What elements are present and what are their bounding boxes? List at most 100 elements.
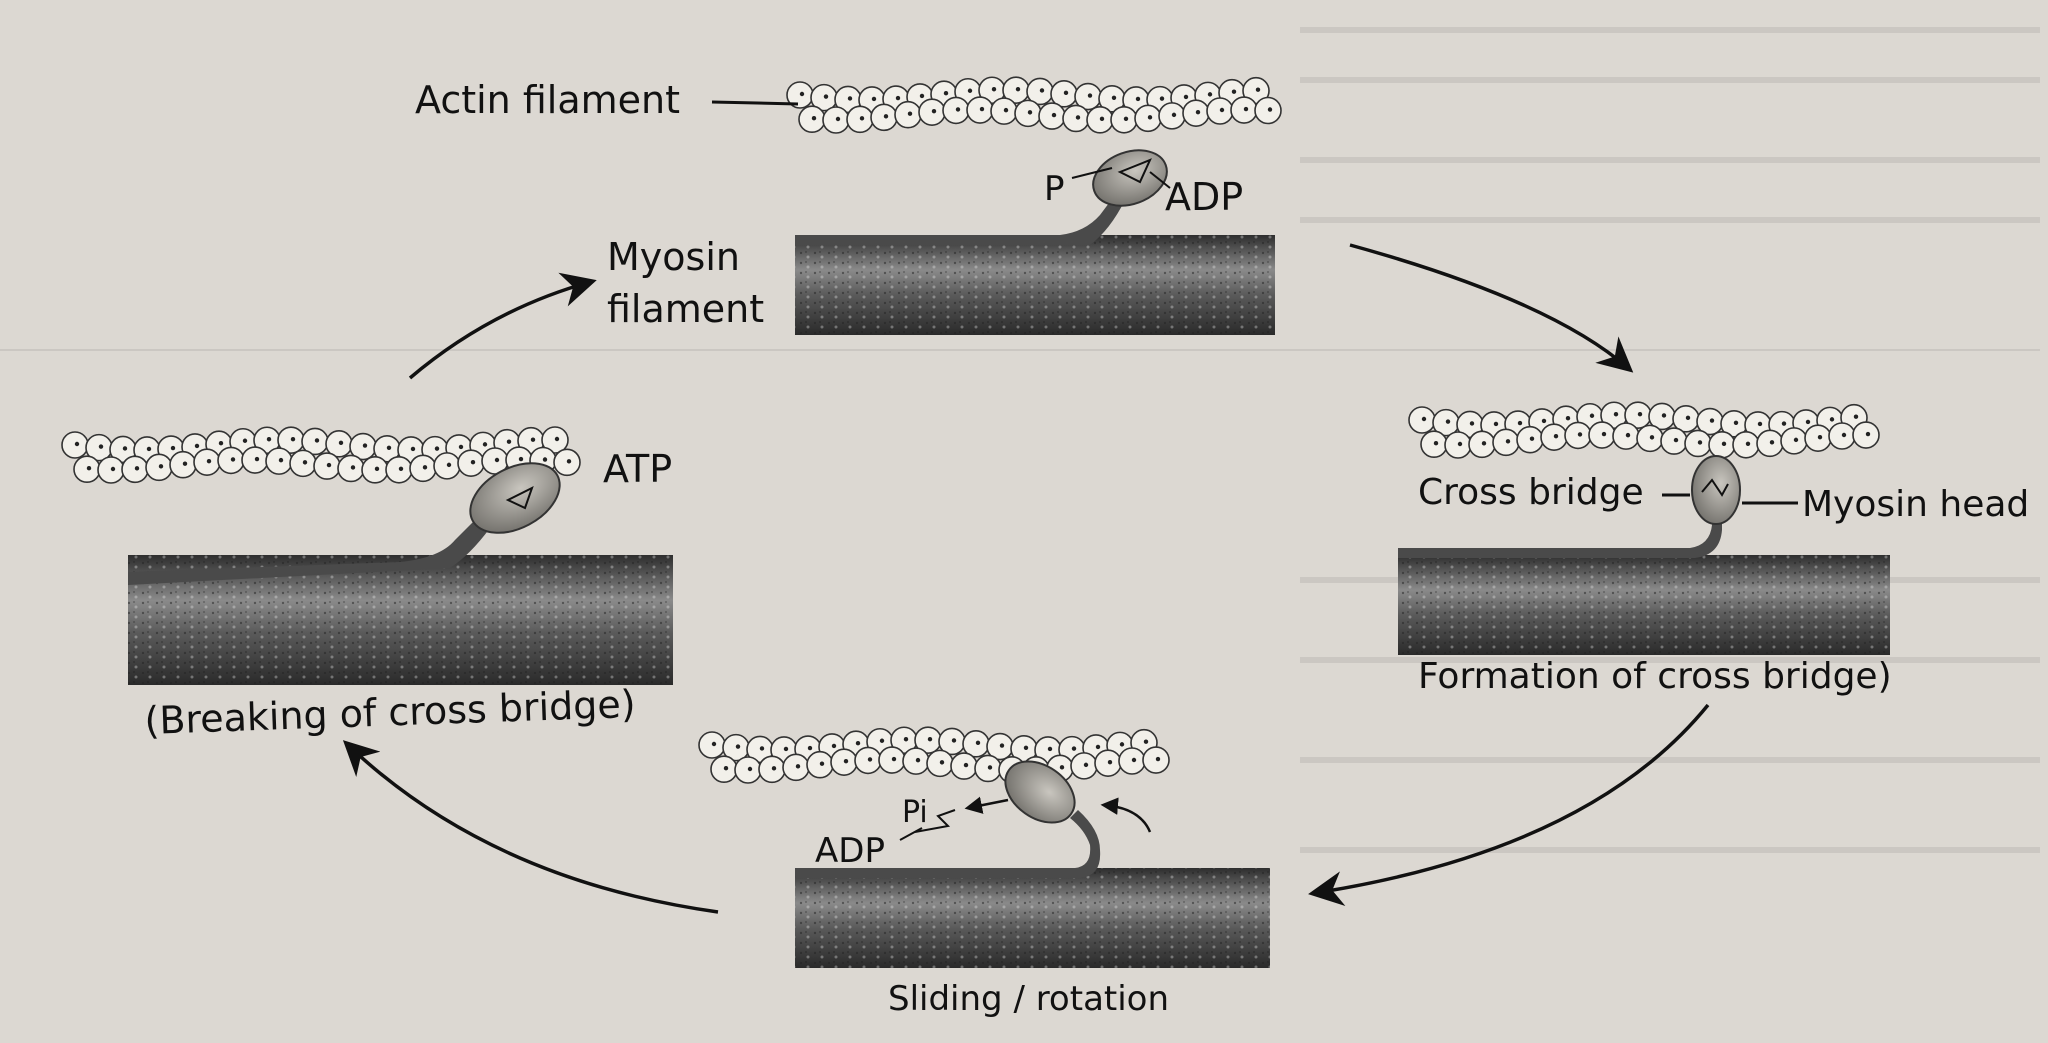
actin-bead-dot	[943, 91, 949, 96]
actin-bead	[1612, 422, 1640, 450]
actin-bead-dot	[386, 445, 392, 451]
atp-icon-left	[505, 486, 534, 510]
actin-bead	[806, 750, 834, 779]
actin-bead-dot	[1445, 419, 1451, 424]
actin-bead-dot	[1661, 413, 1667, 418]
actin-bead-dot	[1853, 414, 1859, 419]
actin-bead-dot	[1039, 88, 1045, 93]
actin-label-leader	[711, 100, 799, 106]
actin-bead-dot	[1099, 116, 1105, 122]
actin-bead-dot	[1637, 411, 1643, 417]
actin-bead	[1094, 749, 1122, 777]
actin-bead-dot	[1481, 441, 1487, 446]
actin-bead-dot	[362, 443, 368, 448]
actin-bead-dot	[110, 466, 116, 472]
actin-bead-dot	[1673, 437, 1679, 443]
arrow-top-to-right	[1349, 243, 1634, 373]
actin-filament-left	[61, 426, 581, 484]
actin-bead-dot	[1111, 95, 1117, 101]
actin-bead-dot	[1255, 87, 1261, 92]
actin-bead	[1110, 105, 1138, 134]
actin-bead-dot	[1195, 109, 1201, 115]
actin-bead-dot	[314, 438, 320, 443]
actin-bead	[541, 426, 569, 454]
actin-bead-dot	[843, 758, 849, 764]
actin-bead-dot	[1231, 89, 1237, 94]
actin-bead-dot	[931, 108, 937, 114]
caption-breaking-of-cross-bridge: (Breaking of cross bridge)	[144, 682, 637, 743]
actin-bead-dot	[1071, 746, 1077, 751]
label-myosin-filament-line2: filament	[607, 287, 764, 331]
actin-bead	[1852, 421, 1880, 449]
actin-bead-dot	[1685, 415, 1691, 421]
actin-bead-dot	[1769, 440, 1775, 445]
actin-bead-dot	[338, 440, 344, 446]
actin-bead	[950, 752, 978, 780]
actin-bead-dot	[506, 439, 512, 444]
actin-bead-dot	[1219, 107, 1225, 113]
actin-bead-dot	[1063, 90, 1069, 96]
actin-bead-dot	[278, 457, 284, 463]
actin-bead-dot	[867, 757, 873, 762]
actin-bead-dot	[1649, 435, 1655, 440]
actin-bead-dot	[482, 442, 488, 447]
actin-bead-dot	[991, 87, 997, 92]
myosin-head-left	[469, 462, 561, 534]
actin-bead-dot	[1517, 420, 1523, 426]
label-myosin-filament-line1: Myosin	[607, 235, 740, 279]
actin-bead-dot	[1433, 441, 1439, 446]
actin-bead	[990, 97, 1018, 125]
actin-bead-dot	[1697, 440, 1703, 445]
actin-bead	[1804, 424, 1832, 452]
actin-bead-dot	[987, 765, 993, 770]
actin-bead	[1070, 752, 1098, 780]
actin-bead-dot	[1107, 759, 1113, 765]
actin-bead-dot	[1075, 115, 1081, 120]
label-actin-filament: Actin filament	[415, 78, 680, 122]
actin-bead	[145, 453, 173, 482]
actin-bead	[1588, 421, 1616, 449]
actin-bead	[1444, 431, 1472, 459]
actin-bead-dot	[242, 438, 248, 443]
actin-bead	[1492, 428, 1520, 457]
actin-bead-dot	[919, 93, 925, 99]
actin-bead-dot	[895, 95, 901, 101]
actin-bead-dot	[158, 464, 164, 469]
actin-bead	[1038, 102, 1066, 130]
actin-bead-dot	[1135, 96, 1141, 102]
actin-bead-dot	[1207, 92, 1213, 97]
actin-bead-dot	[1541, 418, 1547, 424]
actin-bead	[1408, 406, 1436, 434]
actin-bead-dot	[871, 96, 877, 102]
actin-bead	[698, 731, 726, 759]
actin-bead-dot	[967, 88, 973, 93]
actin-bead-dot	[831, 743, 837, 749]
actin-bead-dot	[1757, 421, 1763, 427]
actin-bead-dot	[1047, 746, 1053, 752]
actin-bead-dot	[74, 441, 80, 447]
actin-filament-top	[786, 76, 1282, 134]
actin-bead	[1118, 747, 1146, 775]
actin-bead	[870, 103, 898, 132]
actin-bead-dot	[955, 107, 961, 112]
actin-bead	[1828, 422, 1856, 450]
actin-bead-dot	[951, 738, 957, 743]
actin-bead-dot	[907, 111, 913, 116]
actin-bead-dot	[410, 446, 416, 452]
actin-bead-dot	[979, 106, 985, 112]
actin-bead-dot	[771, 766, 777, 771]
actin-bead	[217, 446, 245, 475]
actin-bead-dot	[1721, 441, 1727, 447]
actin-bead	[878, 746, 906, 774]
actin-bead-dot	[434, 446, 440, 451]
actin-bead	[1468, 430, 1496, 459]
actin-bead-dot	[554, 436, 560, 442]
actin-bead	[337, 454, 365, 483]
actin-bead	[830, 748, 858, 776]
myosin-neck-top	[795, 195, 1125, 245]
actin-bead-dot	[1051, 112, 1057, 118]
actin-bead-dot	[879, 738, 885, 743]
actin-bead-dot	[494, 457, 500, 463]
actin-bead-dot	[859, 116, 865, 121]
actin-bead-dot	[811, 116, 817, 121]
